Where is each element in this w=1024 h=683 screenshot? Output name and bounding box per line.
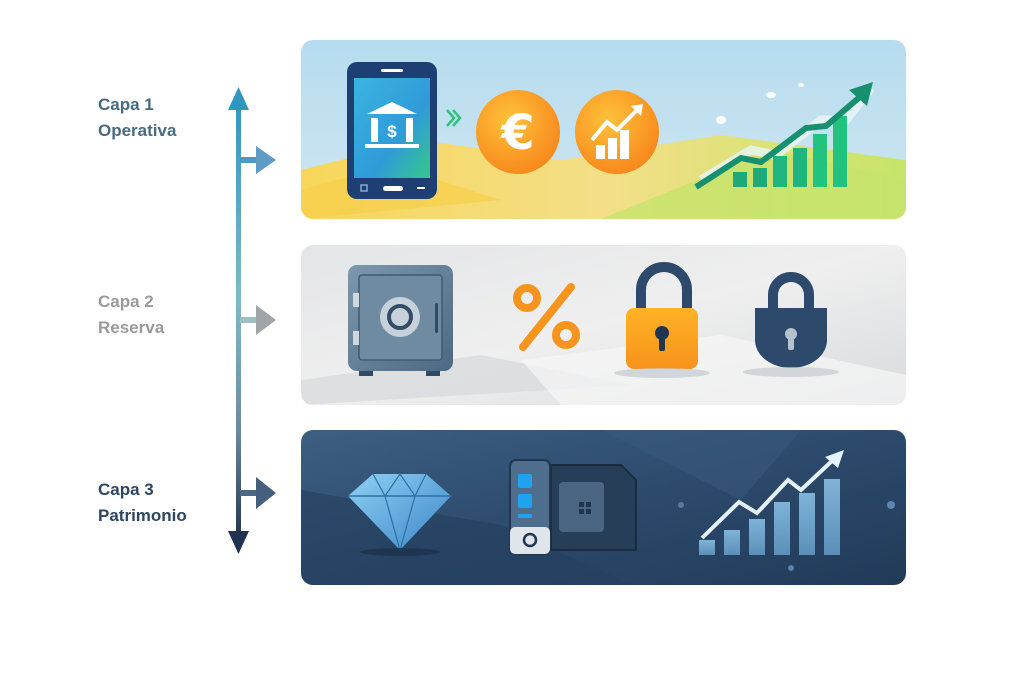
branch-arrow-1-icon	[240, 146, 276, 174]
layer-1-label: Capa 1 Operativa	[98, 92, 176, 144]
layer-2-panel	[301, 245, 906, 405]
growth-coin-icon	[575, 90, 659, 174]
layer-2-title: Capa 2	[98, 292, 154, 311]
orange-padlock-icon	[614, 262, 710, 378]
percent-icon	[513, 283, 580, 351]
layer-axis	[228, 87, 276, 554]
branch-arrow-2-icon	[240, 305, 276, 335]
investment-growth-chart-icon	[678, 450, 895, 571]
layer-3-label: Capa 3 Patrimonio	[98, 477, 187, 529]
layer-3-title: Capa 3	[98, 480, 154, 499]
layer-3-panel	[301, 430, 906, 585]
diamond-icon	[348, 472, 451, 556]
layer-1-subtitle: Operativa	[98, 121, 177, 140]
svg-text:$: $	[387, 122, 397, 141]
branch-arrow-3-icon	[240, 477, 276, 509]
navy-padlock-icon	[743, 272, 839, 377]
layer-2-subtitle: Reserva	[98, 318, 165, 337]
safe-vault-icon	[348, 265, 453, 376]
svg-text:€: €	[500, 105, 534, 161]
axis-down-arrow-icon	[228, 531, 249, 554]
layer-3-subtitle: Patrimonio	[98, 506, 187, 525]
layer-1-title: Capa 1	[98, 95, 154, 114]
axis-up-arrow-icon	[228, 87, 249, 110]
green-growth-chart-icon	[694, 82, 875, 190]
server-hardware-icon	[509, 459, 637, 555]
mobile-banking-icon: $	[347, 62, 437, 199]
layer-1-panel: $ €	[301, 40, 906, 219]
transfer-chevrons-icon	[446, 109, 462, 127]
euro-coin-icon: €	[476, 90, 560, 174]
layer-2-label: Capa 2 Reserva	[98, 289, 164, 341]
